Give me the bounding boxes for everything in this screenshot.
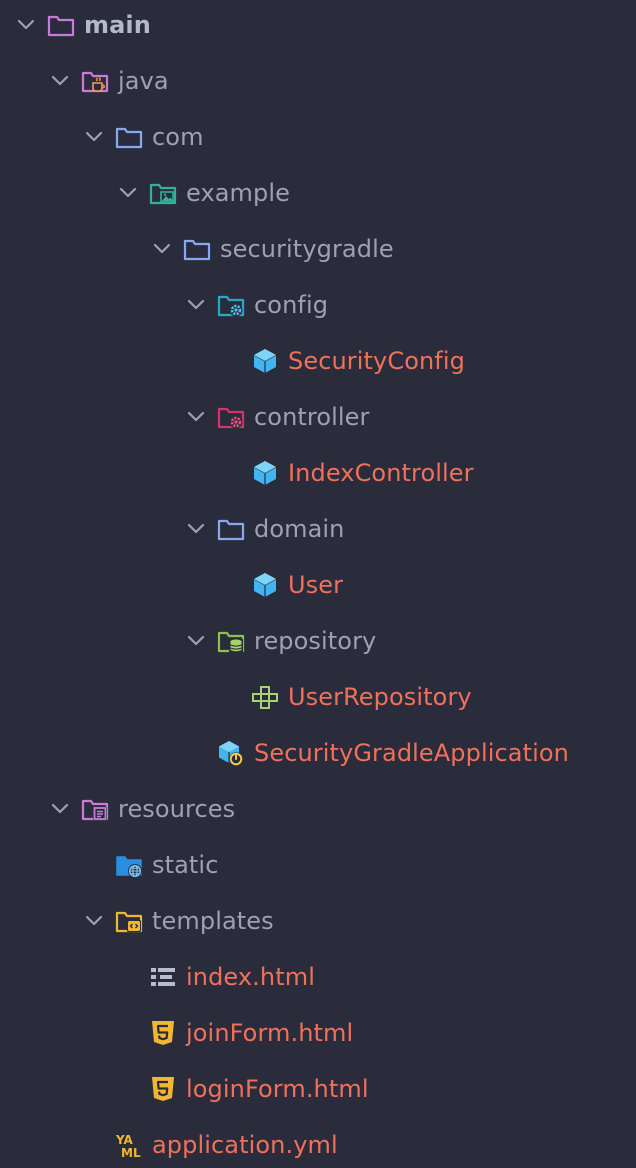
chevron-down-icon[interactable] <box>46 795 74 823</box>
chevron-down-icon[interactable] <box>148 235 176 263</box>
tree-item-config[interactable]: config <box>0 277 636 333</box>
folder-icon <box>217 519 245 541</box>
database-folder-icon <box>217 631 245 653</box>
tree-item-resources[interactable]: resources <box>0 781 636 837</box>
tree-label-domain: domain <box>254 515 345 543</box>
chevron-down-icon[interactable] <box>182 627 210 655</box>
tree-label-join-form-html: joinForm.html <box>186 1019 354 1047</box>
tree-label-controller: controller <box>254 403 370 431</box>
tree-item-main[interactable]: main <box>0 0 636 53</box>
java-folder-icon <box>81 71 109 93</box>
tree-item-example[interactable]: example <box>0 165 636 221</box>
class-cube-icon <box>253 349 277 373</box>
tree-label-index-html: index.html <box>186 963 315 991</box>
tree-label-main: main <box>84 11 151 39</box>
chevron-down-icon[interactable] <box>80 907 108 935</box>
tree-label-security-gradle-application: SecurityGradleApplication <box>254 739 569 767</box>
controller-folder-icon <box>217 407 245 429</box>
class-cube-icon <box>253 573 277 597</box>
tree-item-templates[interactable]: templates <box>0 893 636 949</box>
tree-item-security-gradle-application[interactable]: SecurityGradleApplication <box>0 725 636 781</box>
tree-item-com[interactable]: com <box>0 109 636 165</box>
chevron-down-icon[interactable] <box>12 11 40 39</box>
tree-item-domain[interactable]: domain <box>0 501 636 557</box>
html5-icon <box>152 1077 174 1101</box>
tree-item-security-config[interactable]: SecurityConfig <box>0 333 636 389</box>
tree-item-repository[interactable]: repository <box>0 613 636 669</box>
tree-label-repository: repository <box>254 627 377 655</box>
svg-text:YA: YA <box>115 1133 134 1147</box>
tree-label-com: com <box>152 123 204 151</box>
tree-item-index-controller[interactable]: IndexController <box>0 445 636 501</box>
image-folder-icon <box>149 183 177 205</box>
web-folder-icon <box>116 856 142 878</box>
tree-item-application-yml[interactable]: YA ML application.yml <box>0 1117 636 1168</box>
chevron-down-icon[interactable] <box>46 67 74 95</box>
yaml-icon: YA ML <box>115 1133 141 1160</box>
tree-label-application-yml: application.yml <box>152 1131 338 1159</box>
chevron-down-icon[interactable] <box>182 515 210 543</box>
chevron-down-icon[interactable] <box>182 291 210 319</box>
tree-item-controller[interactable]: controller <box>0 389 636 445</box>
tree-item-login-form-html[interactable]: loginForm.html <box>0 1061 636 1117</box>
tree-label-login-form-html: loginForm.html <box>186 1075 369 1103</box>
chevron-down-icon[interactable] <box>114 179 142 207</box>
tree-item-index-html[interactable]: index.html <box>0 949 636 1005</box>
spring-app-icon <box>219 741 243 766</box>
resources-folder-icon <box>81 799 109 821</box>
tree-label-templates: templates <box>152 907 274 935</box>
tree-label-security-config: SecurityConfig <box>288 347 465 375</box>
interface-puzzle-icon <box>252 686 278 709</box>
tree-label-java: java <box>118 67 169 95</box>
tree-label-user-repository: UserRepository <box>288 683 472 711</box>
tree-item-java[interactable]: java <box>0 53 636 109</box>
tree-label-user: User <box>288 571 344 599</box>
tree-item-user-repository[interactable]: UserRepository <box>0 669 636 725</box>
tree-item-static[interactable]: static <box>0 837 636 893</box>
folder-icon <box>47 15 75 37</box>
tree-label-static: static <box>152 851 219 879</box>
template-file-icon <box>151 968 175 986</box>
config-folder-icon <box>217 295 245 317</box>
tree-item-user[interactable]: User <box>0 557 636 613</box>
html5-icon <box>152 1021 174 1045</box>
tree-label-resources: resources <box>118 795 236 823</box>
tree-label-index-controller: IndexController <box>288 459 474 487</box>
chevron-down-icon[interactable] <box>182 403 210 431</box>
tree-item-join-form-html[interactable]: joinForm.html <box>0 1005 636 1061</box>
class-cube-icon <box>253 461 277 485</box>
tree-label-example: example <box>186 179 291 207</box>
tree-label-config: config <box>254 291 329 319</box>
svg-text:ML: ML <box>121 1146 141 1160</box>
chevron-down-icon[interactable] <box>80 123 108 151</box>
folder-icon <box>115 127 143 149</box>
folder-icon <box>183 239 211 261</box>
tree-item-securitygradle[interactable]: securitygradle <box>0 221 636 277</box>
templates-folder-icon <box>115 911 143 933</box>
tree-label-securitygradle: securitygradle <box>220 235 394 263</box>
